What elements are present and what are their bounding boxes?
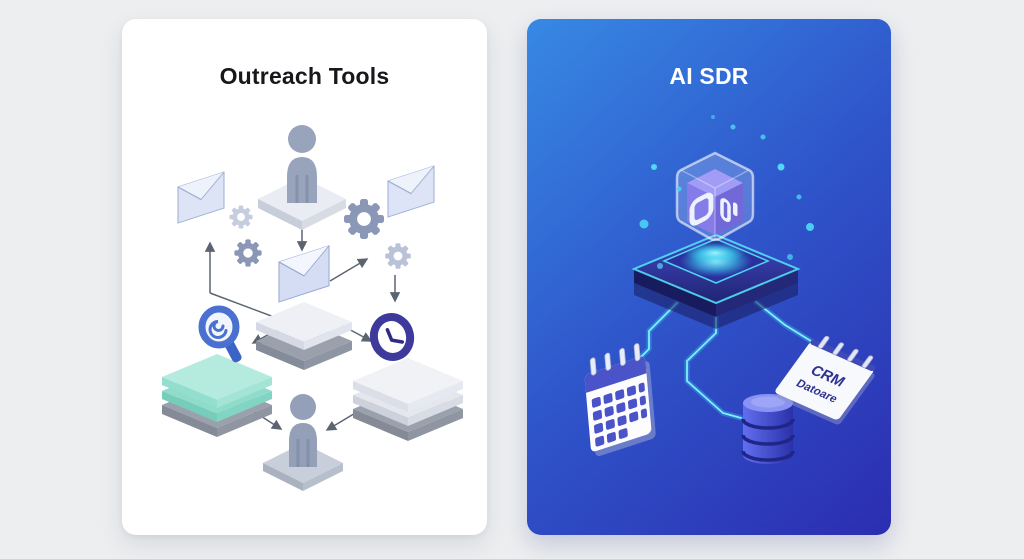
envelope-icon [177,171,225,224]
envelope-icon [278,245,330,303]
outreach-card-title: Outreach Tools [219,63,390,89]
outreach-illustration [162,125,463,491]
ai-sdr-card: AI SDR [527,19,891,535]
gear-icon [344,199,384,239]
ai-sdr-illustration: CRM Datoare [584,115,876,464]
gear-icon [234,239,262,267]
schedule-stack [353,313,463,441]
crm-note-icon: CRM Datoare [775,335,876,425]
search-stack [162,305,272,437]
calendar-icon [584,343,656,457]
ai-sdr-card-title: AI SDR [669,63,749,89]
database-icon [741,394,795,464]
person-icon [263,394,343,491]
person-icon [258,125,346,230]
particle-dots [639,115,814,269]
search-icon [198,305,242,363]
gear-icon [385,243,411,269]
outreach-tools-card: Outreach Tools [122,19,487,535]
envelope-platform [256,245,352,370]
gear-icon [229,205,253,229]
envelope-icon [387,165,435,218]
robot-eye-icon [689,192,738,226]
clock-icon [369,313,415,361]
robot-icon [675,151,755,264]
